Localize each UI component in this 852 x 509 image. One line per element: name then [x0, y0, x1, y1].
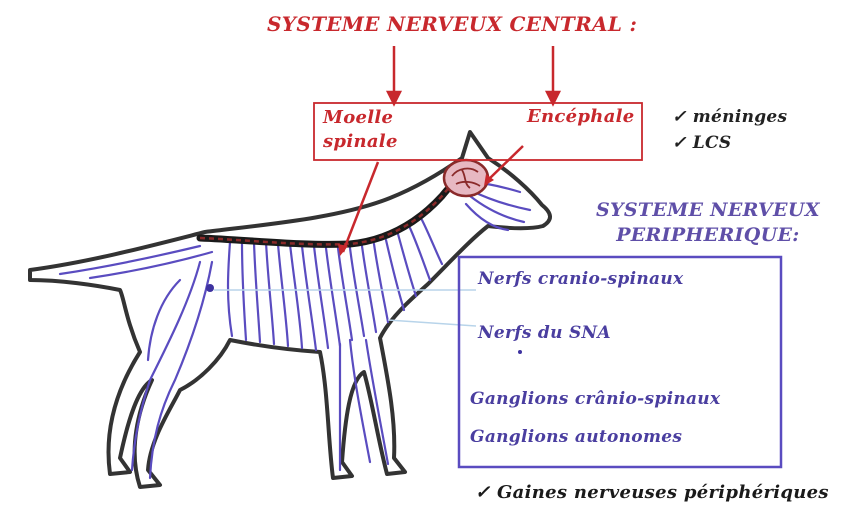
spinal-cord: [200, 176, 462, 244]
leader-line-2: [388, 320, 476, 326]
ganglion-dot: [206, 284, 214, 292]
pns-item-ganglions-autonomes: Ganglions autonomes: [470, 427, 682, 447]
pns-title-line1: SYSTEME NERVEUX: [596, 198, 820, 223]
moelle-line2: spinale: [323, 130, 398, 154]
encephale-label: Encéphale: [527, 106, 635, 127]
brain: [444, 160, 488, 196]
pns-item-ganglions-cranio-spinaux: Ganglions crânio-spinaux: [470, 389, 720, 409]
ganglion-dot-small: [518, 350, 522, 354]
annexes-list: ✓ méninges ✓ LCS: [672, 104, 787, 156]
lcs-item: ✓ LCS: [672, 130, 787, 156]
pns-item-nerfs-sna: Nerfs du SNA: [478, 323, 611, 343]
pns-item-nerfs-cranio-spinaux: Nerfs cranio-spinaux: [478, 269, 683, 289]
pns-title: SYSTEME NERVEUX PERIPHERIQUE:: [596, 198, 820, 248]
meninges-item: ✓ méninges: [672, 104, 787, 130]
moelle-spinale-label: Moelle spinale: [323, 106, 398, 154]
moelle-line1: Moelle: [323, 106, 398, 130]
gaines-item: ✓ Gaines nerveuses périphériques: [475, 482, 829, 503]
pns-title-line2: PERIPHERIQUE:: [596, 223, 820, 248]
cns-title: SYSTEME NERVEUX CENTRAL :: [267, 12, 637, 36]
